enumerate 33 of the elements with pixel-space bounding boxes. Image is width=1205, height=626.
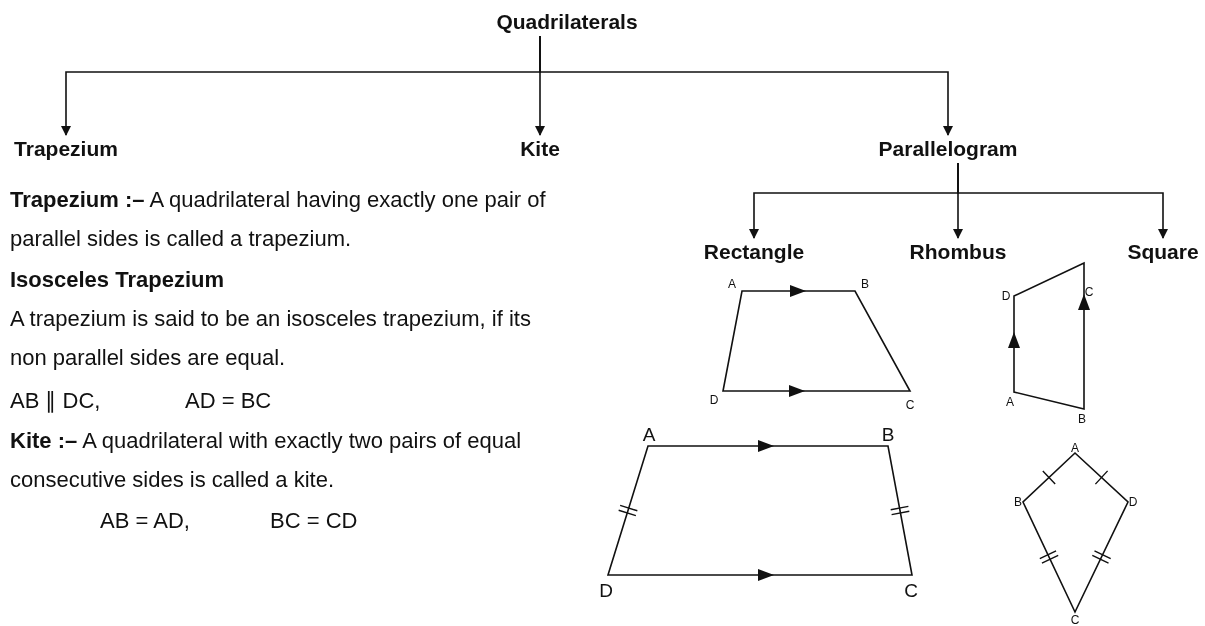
vertex-label: A — [728, 278, 736, 290]
equation-text: BC = CD — [270, 507, 359, 535]
equation-text: AD = BC — [185, 387, 273, 415]
arrow — [539, 35, 953, 136]
vertex-label: A — [1071, 442, 1079, 454]
vertex-label: D — [1001, 290, 1011, 302]
category-label: Trapezium — [14, 137, 118, 161]
vertex-label: D — [1128, 496, 1138, 508]
vertex-label: B — [1078, 413, 1086, 425]
vertex-label: C — [905, 399, 915, 411]
vertex-label: B — [881, 424, 895, 444]
vertex-label: C — [1084, 286, 1094, 298]
section-heading: Isosceles Trapezium — [10, 266, 225, 294]
vertex-label: D — [599, 580, 613, 600]
definition-text: A trapezium is said to be an isosceles trapezium, if its non parallel sides are equal. — [10, 305, 532, 372]
vertex-label: D — [709, 394, 719, 406]
definition-text: Kite :– A quadrilateral with exactly two pairs of equal consecutive sides is called a kite. — [10, 427, 523, 494]
category-label: Kite — [520, 137, 560, 161]
equation-text: AB ∥ DC, — [10, 387, 102, 415]
vertex-label: B — [1014, 496, 1022, 508]
category-label: Square — [1127, 240, 1199, 264]
arrow — [957, 162, 1168, 239]
equation-text: AB = AD, — [100, 507, 191, 535]
definition-text: Trapezium :– A quadrilateral having exactly one pair of parallel sides is called a trapezium. — [10, 186, 547, 253]
category-label: Parallelogram — [878, 137, 1018, 161]
vertex-label: A — [642, 424, 656, 444]
category-label: Quadrilaterals — [496, 10, 638, 34]
vertex-label: A — [1006, 396, 1014, 408]
category-label: Rectangle — [703, 240, 805, 264]
vertex-label: C — [1070, 614, 1080, 626]
category-label: Rhombus — [909, 240, 1007, 264]
vertex-label: C — [904, 580, 918, 600]
vertex-label: B — [861, 278, 869, 290]
